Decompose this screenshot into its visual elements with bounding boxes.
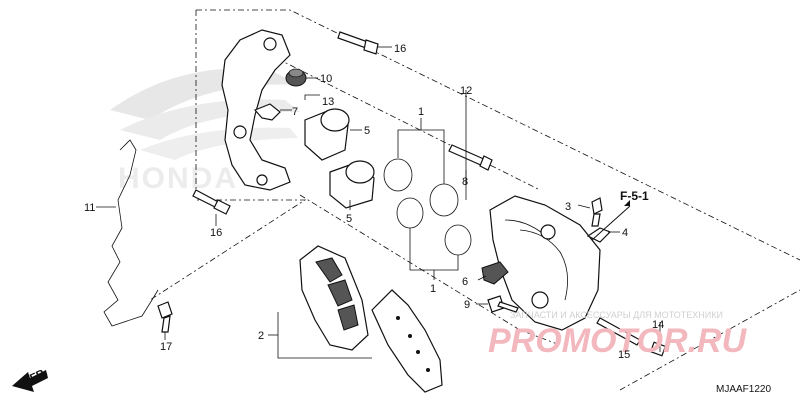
callout-6: 6	[462, 276, 468, 288]
bleeder-valve	[591, 197, 603, 227]
callout-9: 9	[464, 299, 470, 311]
pad-pin	[596, 317, 641, 346]
front-label: FR.	[28, 366, 49, 384]
hose-clamp-wire	[103, 139, 159, 327]
callout-16-lower: 16	[210, 227, 222, 239]
pad-spring	[481, 261, 509, 285]
callout-1-lower: 1	[430, 283, 436, 295]
leader-lines	[96, 46, 661, 359]
callout-5-upper: 5	[364, 125, 370, 137]
callout-4: 4	[622, 227, 628, 239]
callout-3: 3	[565, 201, 571, 213]
callout-10: 10	[320, 73, 332, 85]
caliper-body	[489, 195, 601, 331]
diagram-code: MJAAF1220	[716, 384, 771, 395]
callout-1-upper: 1	[418, 106, 424, 118]
assembly-boundary-main	[149, 9, 800, 301]
pad-retainer	[253, 103, 281, 121]
brake-pad-rear	[299, 245, 369, 351]
callout-15: 15	[618, 349, 630, 361]
reference-label: F-5-1	[620, 189, 649, 203]
piston-upper	[304, 108, 350, 161]
reference-arrow	[591, 200, 631, 241]
bolt-16-lower	[192, 189, 231, 215]
callout-16-top: 16	[394, 43, 406, 55]
piston-seals	[383, 158, 472, 256]
callout-13: 13	[322, 96, 334, 108]
callout-5-lower: 5	[346, 213, 352, 225]
piston-lower	[329, 160, 375, 209]
watermark-tagline: ЗАПЧАСТИ И АКСЕССУАРЫ ДЛЯ МОТОТЕХНИКИ	[510, 310, 723, 320]
callout-14: 14	[652, 319, 664, 331]
honda-logo-text: HONDA	[118, 162, 238, 195]
callout-8: 8	[462, 176, 468, 188]
bolt-17	[157, 301, 173, 333]
callout-7: 7	[292, 106, 298, 118]
assembly-boundary-caliper	[239, 39, 800, 391]
brake-pad-front	[371, 289, 443, 393]
callout-2: 2	[258, 330, 264, 342]
front-arrow-icon	[12, 370, 48, 392]
bolt-16-top	[337, 31, 379, 55]
callout-11: 11	[84, 202, 95, 214]
pin-boot	[285, 68, 307, 87]
watermark-site: PROMOTOR.RU	[488, 322, 748, 360]
bolt-9	[487, 295, 519, 313]
slide-pin	[448, 144, 493, 171]
callout-12: 12	[460, 85, 472, 97]
callout-17: 17	[160, 341, 172, 353]
